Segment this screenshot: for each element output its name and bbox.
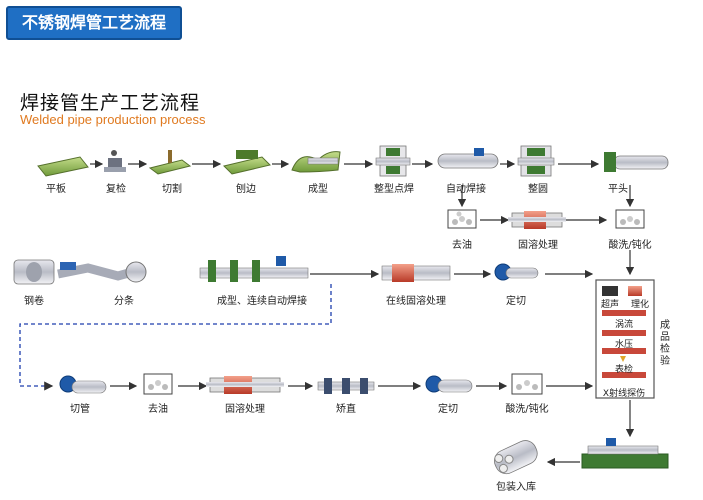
label-ultrasonic: 超声 (600, 300, 620, 310)
page-subtitle: Welded pipe production process (20, 112, 206, 127)
step-straighten-icon (317, 378, 375, 394)
label-physical-chemical: 理化 (630, 300, 650, 310)
label-degrease-1: 去油 (452, 240, 472, 251)
label-degrease-2: 去油 (148, 404, 168, 415)
step-plate-icon (37, 156, 89, 177)
step-steel-coil-icon (13, 259, 55, 285)
step-solution-treat-icon-1 (508, 211, 566, 229)
label-eddy-current: 涡流 (614, 320, 634, 330)
step-pickling-icon-1 (615, 209, 645, 229)
label-auto-welding: 自动焊接 (446, 184, 486, 195)
header-badge: 不锈钢焊管工艺流程 (6, 6, 182, 40)
step-solution-treat-icon-2 (206, 376, 284, 394)
label-solution-treat-1: 固溶处理 (518, 240, 558, 251)
step-edge-plane-icon (223, 150, 271, 175)
label-final-inspection: 成品检验 (660, 320, 670, 367)
step-cut-icon (148, 150, 192, 175)
label-forming: 成型 (308, 184, 328, 195)
label-rounding: 整圆 (528, 184, 548, 195)
step-cut-pipe-icon (59, 375, 107, 394)
step-pack-storage-icon (494, 440, 538, 475)
label-surface-check: 表检 (614, 365, 634, 375)
label-pack-storage: 包装入库 (496, 482, 536, 493)
label-hydro-test: 水压 (614, 340, 634, 350)
inspection-box (595, 279, 655, 399)
step-auto-weld-icon (437, 148, 499, 169)
label-shape-tack-weld: 整型点焊 (374, 184, 414, 195)
label-plate: 平板 (46, 184, 66, 195)
step-forming-icon (291, 151, 341, 173)
label-facing: 平头 (608, 184, 628, 195)
label-edge-planing: 刨边 (236, 184, 256, 195)
label-slitting: 分条 (114, 296, 134, 307)
step-inline-solution-icon (381, 264, 451, 282)
label-pickling-1: 酸洗/钝化 (608, 240, 652, 251)
label-cutting: 切割 (162, 184, 182, 195)
label-steel-coil: 钢卷 (24, 296, 44, 307)
label-cut-pipe: 切管 (70, 404, 90, 415)
step-facing-icon (604, 152, 669, 172)
step-degrease-icon-1 (447, 209, 477, 229)
page-title: 焊接管生产工艺流程 (20, 92, 201, 114)
step-forming-welding-line-icon (199, 256, 309, 282)
step-fixed-cut-icon-1 (494, 263, 539, 281)
step-shape-tack-weld-icon (375, 145, 411, 177)
label-forming-welding: 成型、连续自动焊接 (217, 296, 307, 307)
label-inline-solution: 在线固溶处理 (386, 296, 446, 307)
label-pickling-2: 酸洗/钝化 (505, 404, 549, 415)
step-recheck-icon (104, 150, 126, 172)
label-fixed-cut-1: 定切 (506, 296, 526, 307)
step-degrease-icon-2 (143, 373, 173, 395)
label-recheck: 复检 (106, 184, 126, 195)
step-rounding-icon (517, 145, 555, 177)
step-slitting-icon (57, 261, 147, 283)
label-solution-treat-2: 固溶处理 (225, 404, 265, 415)
step-fixed-cut-icon-2 (425, 375, 473, 393)
step-pickling-icon-2 (511, 373, 543, 395)
label-xray: X射线探伤 (602, 389, 646, 399)
step-conveyor-icon (581, 438, 669, 469)
label-fixed-cut-2: 定切 (438, 404, 458, 415)
label-straightening: 矫直 (336, 404, 356, 415)
